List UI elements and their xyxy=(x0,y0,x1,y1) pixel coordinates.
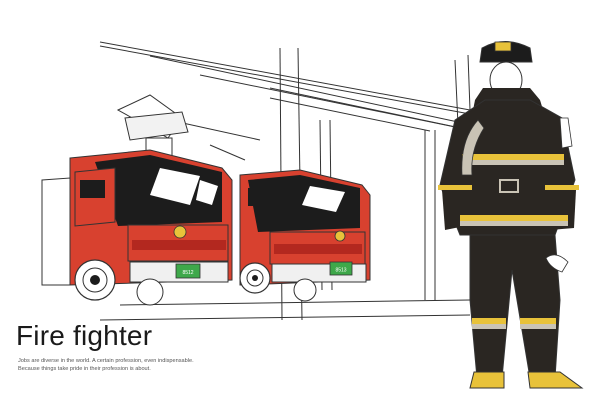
truck-1-plate: 8512 xyxy=(182,270,193,276)
fire-truck-1: 8512 xyxy=(41,94,233,306)
fire-truck-2: 8513 xyxy=(239,169,371,302)
subtitle-line-1: Jobs are diverse in the world. A certain… xyxy=(18,358,194,364)
page-title: Fire fighter xyxy=(16,320,153,351)
subtitle-line-2: Because things take pride in their profe… xyxy=(18,366,151,372)
truck-2-plate: 8513 xyxy=(335,268,346,274)
garage-structure xyxy=(99,41,473,321)
firefighter-figure xyxy=(438,41,584,389)
